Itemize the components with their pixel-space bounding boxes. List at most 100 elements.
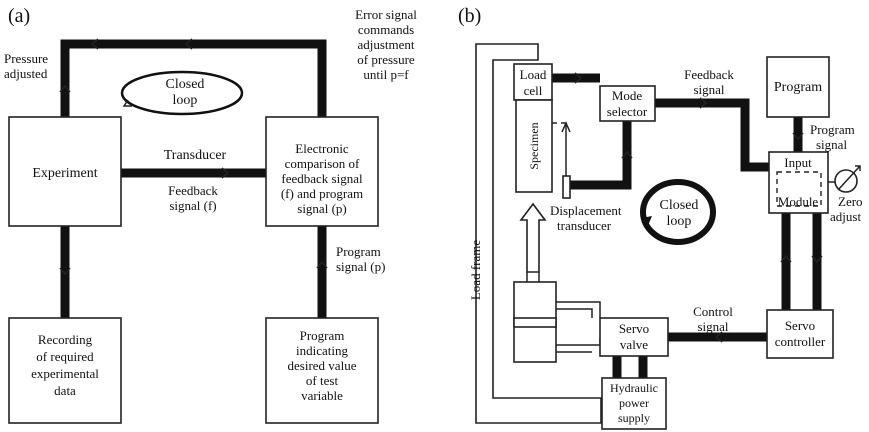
program-signal-b-label-2: signal <box>816 137 847 152</box>
input-module-box <box>768 151 829 214</box>
mode-selector-label-2: selector <box>607 104 648 119</box>
comparison-label-3: feedback signal <box>281 171 363 186</box>
gauge-arrowhead <box>561 121 571 133</box>
servo-controller-box <box>766 309 834 359</box>
input-label: Input <box>784 155 812 170</box>
feedback-signal-a-label-1: Feedback <box>168 183 218 198</box>
arrow-marker-displacement <box>621 150 633 159</box>
displacement-label-1: Displacement <box>550 203 622 218</box>
panel-a-tag: (a) <box>8 5 30 27</box>
program-label-4: of test <box>306 373 339 388</box>
hydraulic-supply-box <box>601 377 667 430</box>
hydraulic-line-top <box>556 301 601 318</box>
comparison-label-2: comparison of <box>285 156 360 171</box>
control-signal-label-2: signal <box>697 319 728 334</box>
arrow-marker-recording <box>59 267 71 276</box>
experiment-box <box>8 116 122 227</box>
control-signal-label-1: Control <box>693 304 733 319</box>
closed-loop-ellipse-a <box>120 70 244 116</box>
arrow-marker-left-up <box>59 84 71 93</box>
arrow-marker-top-right <box>184 38 193 50</box>
closed-loop-label-a-2: loop <box>173 93 198 108</box>
specimen-label: Specimen <box>527 122 541 169</box>
transducer-label: Transducer <box>164 148 227 163</box>
servo-controller-label-2: controller <box>775 334 826 349</box>
recording-label-3: experimental <box>31 366 99 381</box>
pressure-adjusted-label-2: adjusted <box>4 66 48 81</box>
comparison-label-1: Electronic <box>295 141 349 156</box>
pressure-adjusted-label-1: Pressure <box>4 51 48 66</box>
program-b-label: Program <box>774 80 822 95</box>
displacement-sensor <box>562 175 571 199</box>
feedback-signal-b-label-1: Feedback <box>684 67 734 82</box>
panel-b: (b) Load frame Load cell Specimen <box>458 5 863 430</box>
arrow-marker-program <box>316 260 328 269</box>
comparison-box <box>265 116 379 227</box>
displacement-label-2: transducer <box>557 218 612 233</box>
program-signal-b-label-1: Program <box>810 122 855 137</box>
comparison-label-4: (f) and program <box>281 186 363 201</box>
load-cell-label-1: Load <box>520 67 547 82</box>
hydraulic-label-3: supply <box>618 411 650 425</box>
displacement-to-mode-line <box>570 121 632 190</box>
error-signal-label-5: until p=f <box>363 67 409 82</box>
module-label: Module <box>778 194 819 209</box>
hydraulic-label-2: power <box>619 396 649 410</box>
servo-controller-label-1: Servo <box>785 318 815 333</box>
closed-loop-label-b-1: Closed <box>660 198 699 213</box>
program-label-1: Program <box>300 328 345 343</box>
arrow-marker-program-b <box>792 132 804 141</box>
recording-label-2: of required <box>36 349 94 364</box>
recording-label-4: data <box>54 383 76 398</box>
arrow-marker-loadcell <box>574 72 583 84</box>
recording-label-1: Recording <box>38 332 93 347</box>
program-signal-a-label-1: Program <box>336 244 381 259</box>
error-signal-label-1: Error signal <box>355 7 417 22</box>
error-signal-label-2: commands <box>358 22 414 37</box>
mode-to-input-line <box>655 98 769 172</box>
mode-selector-label-1: Mode <box>612 88 643 103</box>
closed-loop-ellipse-b <box>640 179 716 245</box>
hydraulic-line-bottom <box>556 338 601 353</box>
program-label-5: variable <box>301 388 343 403</box>
closed-loop-label-a-1: Closed <box>166 77 205 92</box>
closed-loop-label-b-2: loop <box>667 214 692 229</box>
arrow-marker-module-left <box>780 254 792 263</box>
program-label-2: indicating <box>296 343 348 358</box>
zero-adjust-label-2: adjust <box>830 209 861 224</box>
load-cell-box <box>513 63 553 101</box>
feedback-signal-b-label-2: signal <box>693 82 724 97</box>
error-signal-label-4: of pressure <box>357 52 415 67</box>
arrow-marker-feedback-b <box>699 97 708 109</box>
servo-valve-label-1: Servo <box>619 321 649 336</box>
panel-b-tag: (b) <box>458 5 481 27</box>
error-signal-label-3: adjustment <box>357 37 414 52</box>
load-frame-label: Load frame <box>468 240 483 301</box>
load-frame <box>475 43 602 424</box>
input-module-dashed-inner <box>776 171 822 207</box>
closed-loop-arrowhead-a <box>122 99 132 107</box>
recording-box <box>8 317 122 424</box>
servo-valve-label-2: valve <box>620 337 648 352</box>
arrow-marker-middle <box>221 167 230 179</box>
zero-adjust-label-1: Zero <box>838 194 863 209</box>
actuator-piston <box>513 317 557 328</box>
program-box <box>265 317 379 424</box>
servo-valve-box <box>599 317 669 357</box>
arrow-marker-module-right <box>811 255 823 264</box>
program-signal-a-label-2: signal (p) <box>336 259 385 274</box>
mode-selector-box <box>599 85 656 122</box>
panel-a: (a) Experiment Electronic comparison of … <box>4 5 417 424</box>
program-label-3: desired value <box>288 358 357 373</box>
arrow-marker-control <box>714 331 723 343</box>
zero-adjust-needle <box>837 165 861 191</box>
feedback-signal-a-label-2: signal (f) <box>169 198 216 213</box>
program-b-box <box>766 56 830 118</box>
actuator-rod <box>526 272 540 282</box>
specimen-box <box>515 99 553 193</box>
hydraulic-label-1: Hydraulic <box>610 381 658 395</box>
experiment-label: Experiment <box>32 166 97 181</box>
feedback-loop-top-line <box>60 39 327 117</box>
load-cell-label-2: cell <box>524 83 543 98</box>
arrow-marker-top-left <box>90 38 99 50</box>
